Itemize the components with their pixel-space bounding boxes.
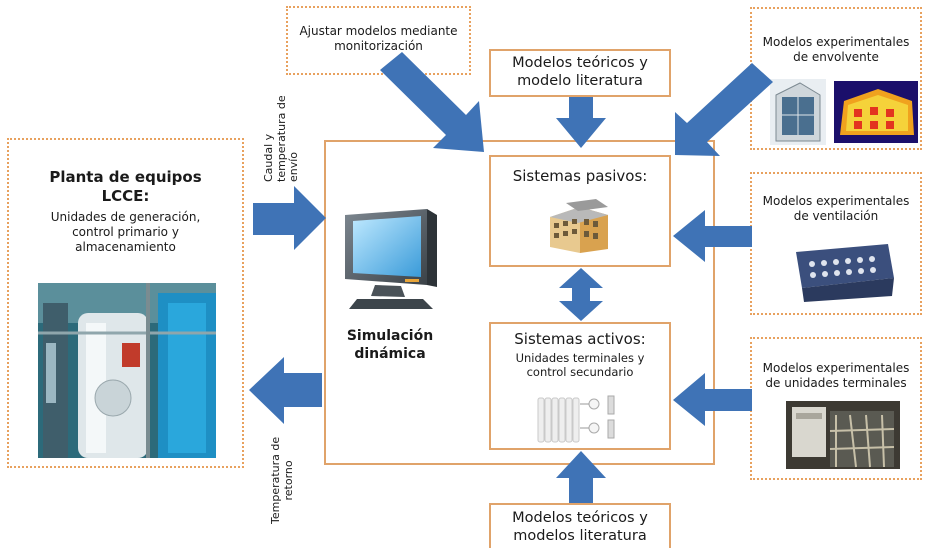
supply-label: Caudal y temperatura de envío (262, 95, 301, 182)
active-systems-box: Sistemas activos: Unidades terminales y … (489, 322, 671, 450)
ventilation-arrow (673, 210, 752, 262)
terminal-units-models-line2: de unidades terminales (765, 376, 907, 390)
envelope-models-line2: de envolvente (793, 50, 879, 64)
plant-desc-line2: control primario y (72, 225, 179, 239)
envelope-models-text: Modelos experimentales de envolvente (752, 35, 920, 65)
terminal-units-models-line1: Modelos experimentales (762, 361, 910, 375)
ventilation-models-text: Modelos experimentales de ventilación (752, 194, 920, 224)
theoretical-top-arrow (556, 97, 606, 148)
plant-title: Planta de equipos LCCE: (9, 168, 242, 206)
plant-desc-line3: almacenamiento (75, 240, 176, 254)
building-icon (550, 199, 608, 253)
passive-active-arrow (559, 268, 603, 321)
supply-label-line1: Caudal y (262, 133, 275, 182)
monitoring-note-text: Ajustar modelos mediante monitorización (288, 24, 469, 54)
plant-title-line2: LCCE: (101, 186, 150, 205)
supply-label-line3: envío (287, 151, 301, 182)
ventilation-device-photo (792, 234, 896, 304)
terminal-units-photo (786, 401, 900, 469)
theoretical-models-top-line1: Modelos teóricos y (512, 55, 648, 71)
monitoring-note-line2: monitorización (334, 39, 423, 53)
return-label-line1: Temperatura de (269, 436, 282, 524)
terminal-units-models-box: Modelos experimentales de unidades termi… (750, 337, 922, 480)
simulation-frame (324, 140, 715, 465)
active-systems-title: Sistemas activos: (514, 330, 646, 348)
plant-equipment-photo (38, 283, 216, 458)
theoretical-models-bottom-box: Modelos teóricos y modelos literatura (489, 503, 671, 548)
supply-arrow (253, 186, 326, 250)
theoretical-models-bottom-line1: Modelos teóricos y (512, 510, 648, 526)
simulation-label: Simulación dinámica (340, 328, 440, 363)
theoretical-models-bottom-text: Modelos teóricos y modelos literatura (491, 509, 669, 545)
return-label-line2: retorno (281, 460, 295, 501)
active-systems-desc-line1: Unidades terminales y (515, 351, 645, 365)
theoretical-models-top-text: Modelos teóricos y modelo literatura (491, 54, 669, 90)
simulation-label-line2: dinámica (354, 345, 426, 362)
ventilation-models-line1: Modelos experimentales (762, 194, 910, 208)
envelope-test-photo (770, 79, 826, 145)
envelope-models-box: Modelos experimentales de envolvente (750, 7, 922, 150)
theoretical-models-top-box: Modelos teóricos y modelo literatura (489, 49, 671, 97)
plant-desc-line1: Unidades de generación, (50, 210, 201, 224)
theoretical-models-bottom-line2: modelos literatura (513, 528, 647, 545)
monitoring-note-box: Ajustar modelos mediante monitorización (286, 6, 471, 75)
terminal-units-models-text: Modelos experimentales de unidades termi… (752, 361, 920, 391)
monitoring-arrow (380, 52, 484, 152)
theoretical-bottom-arrow (556, 451, 606, 503)
monitoring-note-line1: Ajustar modelos mediante (299, 24, 458, 38)
terminal-arrow (673, 373, 752, 426)
simulation-label-line1: Simulación (346, 328, 434, 344)
passive-systems-title: Sistemas pasivos: (512, 167, 648, 185)
plant-description: Unidades de generación, control primario… (9, 210, 242, 255)
return-arrow (249, 357, 322, 424)
passive-systems-box: Sistemas pasivos: (489, 155, 671, 267)
radiator-icon (537, 395, 615, 443)
computer-icon (345, 209, 437, 309)
envelope-models-line1: Modelos experimentales (762, 35, 910, 49)
active-systems-desc-line2: control secundario (526, 365, 634, 380)
thermography-photo (834, 81, 918, 143)
return-label: Temperatura de retorno (269, 436, 295, 524)
active-systems-desc: Unidades terminales y control secundario (491, 351, 669, 380)
plant-title-line1: Planta de equipos (49, 168, 202, 186)
ventilation-models-line2: de ventilación (793, 209, 879, 223)
envelope-arrow (675, 63, 773, 156)
plant-box: Planta de equipos LCCE: Unidades de gene… (7, 138, 244, 468)
theoretical-models-top-line2: modelo literatura (517, 73, 643, 90)
